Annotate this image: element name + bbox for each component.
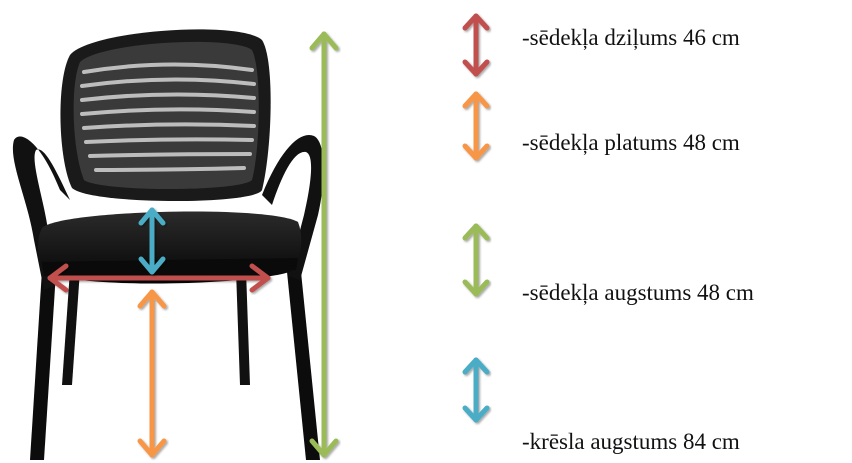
legend-label-seat-depth: -sēdekļa dziļums 46 cm <box>522 25 740 50</box>
chair-back-leg-right <box>236 270 250 385</box>
chair-height-arrow <box>309 31 339 458</box>
legend-label-seat-height: -sēdekļa augstums 48 cm <box>522 280 754 305</box>
legend-label-seat-width: -sēdekļa platums 48 cm <box>522 130 740 155</box>
chair-armrest-right <box>262 134 324 280</box>
chair-backrest-slats <box>80 62 256 172</box>
seat-depth-arrow <box>138 207 166 275</box>
legend-arrow-icon-red <box>462 13 490 77</box>
chair-back-leg-left <box>62 270 80 385</box>
legend-arrow-icon-green <box>462 223 490 297</box>
seat-width-arrow <box>47 263 271 293</box>
legend-label-chair-height: -krēsla augstums 84 cm <box>522 429 740 454</box>
legend-arrow-icon-blue <box>462 357 490 423</box>
seat-height-arrow <box>137 289 167 458</box>
chair-front-leg-right <box>286 262 320 460</box>
chair-armrest-left <box>12 136 70 290</box>
chair-front-leg-left <box>30 270 56 460</box>
chair-seat-frame <box>42 258 298 276</box>
legend-arrow-icon-orange <box>462 91 490 161</box>
chair-image <box>12 29 324 460</box>
